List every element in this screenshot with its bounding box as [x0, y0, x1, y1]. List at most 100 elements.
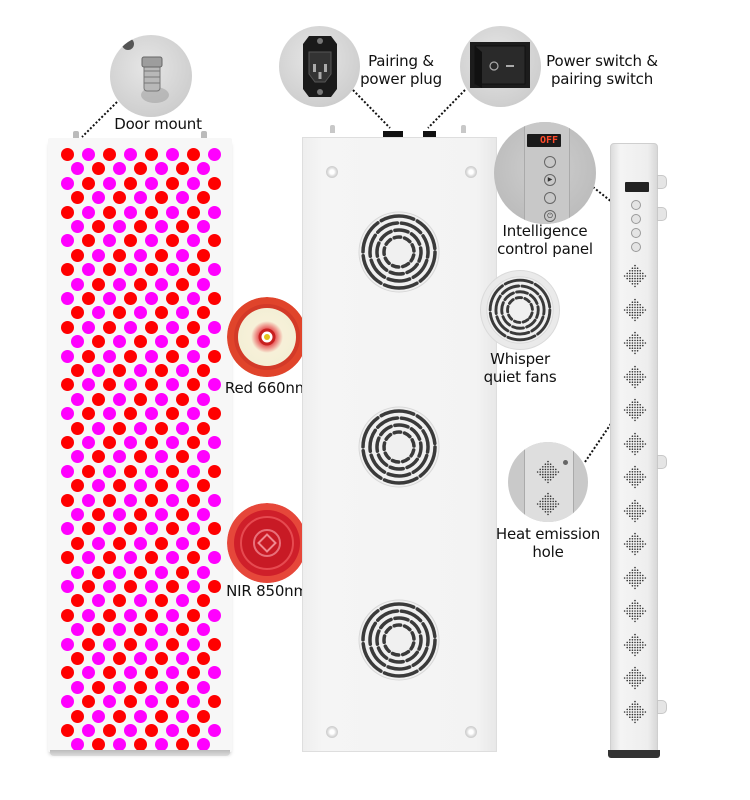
door-mount-stud-right: [201, 131, 207, 138]
red-led-icon: [103, 551, 116, 565]
nir-led-icon: [103, 176, 116, 190]
red-led-icon: [71, 191, 84, 205]
nir-led-icon: [103, 234, 116, 248]
red-led-icon: [176, 392, 189, 406]
vent-holes-icon: [623, 566, 647, 590]
red-led-icon: [61, 263, 74, 277]
red-led-icon: [197, 421, 210, 435]
red-led-icon: [61, 148, 74, 161]
nir-led-icon: [155, 680, 168, 694]
red-led-icon: [82, 407, 95, 421]
nir-led-icon: [92, 364, 105, 377]
red-led-icon: [208, 407, 221, 421]
nir-led-icon: [176, 479, 189, 493]
red-led-icon: [187, 205, 200, 219]
rocker-switch-icon: [470, 42, 530, 88]
red-led-icon: [176, 162, 189, 176]
fan-grille-icon: [358, 211, 440, 293]
red-led-icon: [187, 263, 200, 277]
nir-led-icon: [124, 378, 137, 392]
vent-holes-icon: [536, 460, 560, 484]
nir-led-icon: [187, 464, 200, 478]
nir-led-icon: [145, 234, 158, 248]
red-led-icon: [103, 493, 116, 507]
nir-led-icon: [71, 162, 84, 176]
red-led-icon: [61, 608, 74, 622]
nir-led-icon: [208, 320, 221, 334]
nir-led-icon: [124, 263, 137, 277]
red-led-icon: [92, 335, 105, 349]
power-button-icon: ⏻: [544, 210, 556, 222]
heat-hole-callout: [508, 442, 588, 522]
red-led-icon: [187, 551, 200, 565]
nir-led-icon: [166, 205, 179, 219]
play-button-icon: [631, 214, 641, 224]
nir-led-icon: [197, 680, 210, 694]
nir-led-icon: [166, 608, 179, 622]
nir-led-icon: [197, 335, 210, 349]
nir-led-icon: [145, 407, 158, 421]
nir-led-icon: [155, 220, 168, 233]
red-led-icon: [113, 306, 126, 320]
red-led-icon: [176, 565, 189, 579]
nir-led-icon: [71, 450, 84, 464]
mode-button-icon: [631, 228, 641, 238]
nir-led-icon: [208, 436, 221, 449]
vent-holes-icon: [623, 398, 647, 422]
nir-led-icon: [113, 335, 126, 349]
red-led-icon: [134, 450, 147, 464]
fan-label: Whisper quiet fans: [474, 350, 566, 386]
nir-led-icon: [176, 306, 189, 320]
nir-led-icon: [92, 536, 105, 550]
screw-icon: [465, 726, 477, 738]
red-led-icon: [134, 220, 147, 233]
nir-led-icon: [176, 536, 189, 550]
nir-led-icon: [82, 205, 95, 219]
red-led-icon: [124, 464, 137, 478]
red-led-icon: [124, 234, 137, 248]
nir-led-icon: [155, 277, 168, 291]
red-led-icon: [197, 248, 210, 262]
nir-led-icon: [71, 392, 84, 406]
red-led-icon: [82, 464, 95, 478]
nir-led-icon: [155, 392, 168, 406]
nir-led-icon: [61, 176, 74, 190]
red-led-icon: [113, 652, 126, 665]
red-led-icon: [92, 450, 105, 464]
red-led-icon: [166, 464, 179, 478]
vent-holes-icon: [623, 532, 647, 556]
vent-holes-icon: [623, 331, 647, 355]
red-led-icon: [113, 191, 126, 205]
red-led-icon: [155, 479, 168, 493]
red-led-icon: [134, 508, 147, 521]
red-led-icon: [176, 277, 189, 291]
nir-led-icon: [61, 407, 74, 421]
red-led-icon: [71, 248, 84, 262]
red-led-icon: [145, 263, 158, 277]
red-led-icon: [134, 680, 147, 694]
red-led-icon: [187, 320, 200, 334]
fan-label-line2: quiet fans: [483, 368, 557, 386]
red-led-icon: [187, 493, 200, 507]
red-led-icon: [145, 205, 158, 219]
nir-led-icon: [103, 695, 116, 709]
nir-led-icon: [113, 220, 126, 233]
red-led-icon: [124, 349, 137, 363]
nir-led-icon: [61, 292, 74, 305]
vent-holes-icon: [623, 298, 647, 322]
red-led-icon: [166, 349, 179, 363]
nir-led-icon: [176, 248, 189, 262]
red-led-icon: [166, 234, 179, 248]
red-led-icon: [187, 666, 200, 680]
nir-led-icon: [208, 493, 221, 507]
red-led-icon: [208, 522, 221, 536]
vent-holes-icon: [623, 465, 647, 489]
vent-holes-icon: [623, 432, 647, 456]
red-led-icon: [155, 421, 168, 435]
nir-led-icon: [208, 608, 221, 622]
nir-led-icon: [124, 205, 137, 219]
nir-led-icon: [145, 637, 158, 651]
play-button-icon: ▶: [544, 174, 556, 186]
red-led-icon: [71, 479, 84, 493]
nir-led-icon: [82, 608, 95, 622]
